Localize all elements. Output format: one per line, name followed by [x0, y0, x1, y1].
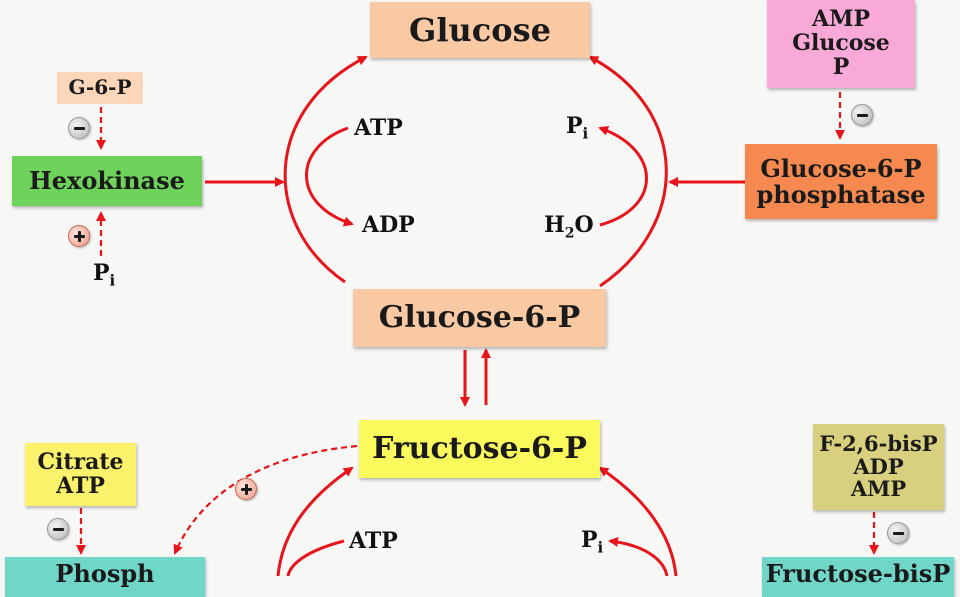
adp-inhibitor-label: ADP	[853, 453, 904, 479]
minus-sign-icon	[68, 117, 90, 139]
atp-top-label: ATP	[354, 115, 403, 141]
hexokinase-box: Hexokinase	[12, 156, 202, 206]
arc-bottom-right-to-f6p	[598, 466, 678, 576]
g6pase-line-2: phosphatase	[756, 179, 926, 209]
g6pase-line-1: Glucose-6-P	[760, 153, 922, 183]
glucose-6-phosphatase-box: Glucose-6-P phosphatase	[745, 144, 937, 219]
arc-right-to-glucose	[588, 55, 668, 288]
fructose-6-p-box: Fructose-6-P	[359, 420, 600, 478]
pi-top-label: Pi	[566, 113, 588, 142]
h2o-o: O	[574, 212, 594, 238]
h2o-sub: 2	[564, 225, 575, 242]
amp-glucose-pi-regulator-box: AMP Glucose P	[767, 0, 915, 88]
adp-top-label: ADP	[362, 212, 415, 238]
glucose-inhibitor-label: Glucose	[792, 30, 890, 57]
phosphofructokinase-box: Phosph	[5, 557, 205, 597]
atp-bottom-label: ATP	[349, 528, 398, 554]
pi-top-sub: i	[582, 124, 589, 143]
pfk-partial-label: Phosph	[55, 559, 155, 588]
arc-h2o-to-pi	[598, 125, 648, 227]
pi-bottom-label: Pi	[581, 527, 603, 556]
g-6-p-regulator-box: G-6-P	[57, 72, 143, 104]
pi-inhibitor-label: P	[832, 53, 850, 80]
arc-bottom-left-to-f6p	[276, 466, 354, 576]
glycolysis-regulation-diagram	[76, 55, 879, 576]
arc-bottom-atp	[286, 539, 345, 576]
hk-pi-sub: i	[109, 271, 116, 290]
glucose-6-p-box: Glucose-6-P	[353, 289, 606, 347]
f6p-activation-arrow	[173, 444, 358, 555]
amp-label: AMP	[812, 6, 870, 33]
amp-inhibitor-label: AMP	[850, 476, 907, 502]
minus-sign-icon	[887, 522, 909, 544]
f26bisp-label: F-2,6-bisP	[819, 430, 938, 456]
citrate-atp-regulator-box: Citrate ATP	[25, 443, 136, 506]
fbpase-partial-label: Fructose-bisP	[765, 559, 951, 588]
pi-bottom-sub: i	[597, 538, 604, 557]
arc-bottom-to-pi	[608, 536, 669, 576]
minus-sign-icon	[47, 518, 69, 540]
f26bisp-adp-amp-regulator-box: F-2,6-bisP ADP AMP	[813, 424, 944, 510]
pi-top-p: P	[566, 113, 583, 139]
hk-pi-p: P	[93, 260, 110, 286]
fructose-bisphosphatase-box: Fructose-bisP	[762, 557, 954, 597]
glucose-box: Glucose	[370, 2, 590, 58]
plus-sign-icon	[235, 478, 257, 500]
arc-atp-consumed	[305, 126, 354, 227]
arc-left-to-glucose	[283, 55, 368, 284]
h2o-h: H	[544, 212, 565, 238]
h2o-label: H2O	[544, 212, 594, 241]
plus-sign-icon	[68, 225, 90, 247]
atp-inhibitor-label: ATP	[56, 472, 105, 499]
pi-bottom-p: P	[581, 527, 598, 553]
hexokinase-activator-pi-label: Pi	[93, 260, 115, 289]
minus-sign-icon	[851, 104, 873, 126]
citrate-label: Citrate	[37, 448, 124, 475]
